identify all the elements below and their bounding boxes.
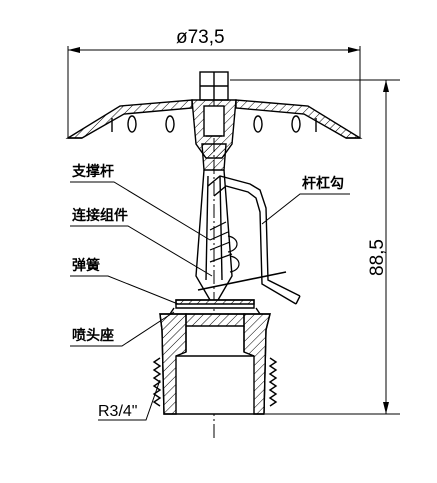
nozzle-seat [152, 299, 278, 415]
label-support-rod: 支撑杆 [71, 163, 114, 180]
label-lever-hook: 杆杠勾 [302, 175, 344, 192]
center-screw [191, 71, 237, 171]
deflector-plate [65, 99, 363, 139]
label-nozzle-seat: 喷头座 [72, 327, 114, 344]
label-spring: 弹簧 [72, 257, 100, 274]
connector-spring [197, 221, 287, 291]
support-rod-frame [195, 169, 233, 301]
label-thread: R3/4" [98, 403, 137, 420]
label-connector-assembly: 连接组件 [72, 207, 128, 224]
height-dimension: 88,5 [230, 79, 400, 415]
height-label: 88,5 [367, 239, 388, 276]
diameter-label: ø73,5 [176, 27, 225, 48]
lever-hook [207, 175, 301, 305]
diameter-dimension: ø73,5 [67, 27, 361, 138]
leader-lines [70, 181, 350, 421]
